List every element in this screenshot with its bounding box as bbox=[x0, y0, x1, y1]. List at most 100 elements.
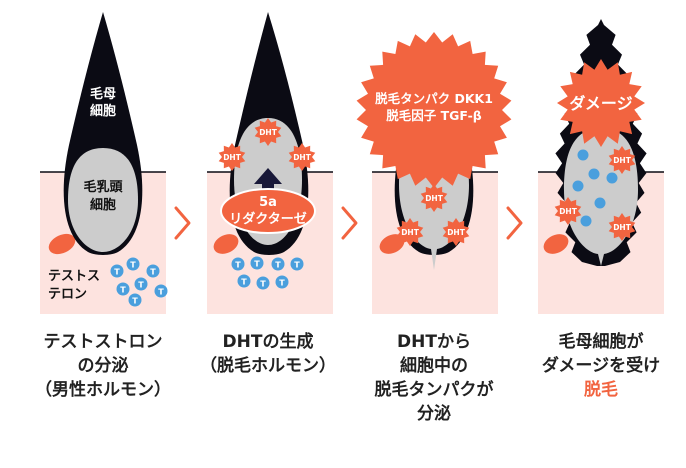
testosterone-dot bbox=[134, 277, 148, 291]
testosterone-dot bbox=[146, 264, 160, 278]
t-marker-text: T bbox=[294, 261, 300, 270]
chevron-right-icon bbox=[174, 206, 191, 240]
testosterone-dot bbox=[128, 293, 142, 307]
damage-burst-badge bbox=[557, 59, 645, 147]
t-marker-text: T bbox=[241, 278, 247, 287]
sebaceous-gland bbox=[48, 233, 76, 255]
step-2-caption: DHTの生成 （脱毛ホルモン） bbox=[193, 330, 343, 378]
arrow-up-icon bbox=[254, 168, 282, 196]
testosterone-dot bbox=[237, 274, 251, 288]
dot-icon bbox=[606, 172, 618, 184]
chevron-right-icon bbox=[506, 206, 523, 240]
protein-burst-badge bbox=[356, 32, 512, 188]
caption-line: DHTから bbox=[397, 332, 471, 352]
burst-icon bbox=[218, 143, 246, 171]
t-marker-text: T bbox=[120, 286, 126, 295]
t-marker-text: T bbox=[260, 280, 266, 289]
caption-accent: 脱毛 bbox=[584, 380, 618, 400]
t-marker-text: T bbox=[150, 268, 156, 277]
panel-3-protein-secretion: DHT DHT DHT 脱毛タンパク DKK1 脱毛因子 TGF-β bbox=[356, 32, 512, 314]
dht-marker-text: DHT bbox=[223, 153, 242, 162]
burst-icon bbox=[608, 146, 636, 174]
testosterone-dot bbox=[116, 282, 130, 296]
t-marker-text: T bbox=[132, 297, 138, 306]
caption-line: （脱毛ホルモン） bbox=[200, 356, 336, 376]
dht-marker-text: DHT bbox=[613, 156, 632, 165]
enzyme-badge bbox=[220, 188, 316, 234]
caption-line: の分泌 bbox=[77, 356, 129, 376]
caption-line: 分泌 bbox=[417, 404, 451, 424]
protein-label-2: 脱毛因子 TGF-β bbox=[386, 108, 481, 123]
chevron-right-icon bbox=[341, 206, 358, 240]
burst-icon bbox=[254, 118, 282, 146]
t-marker-text: T bbox=[254, 260, 260, 269]
caption-line: （男性ホルモン） bbox=[35, 380, 171, 400]
burst-icon bbox=[288, 143, 316, 171]
caption-line: テストストロン bbox=[43, 332, 163, 352]
burst-icon bbox=[396, 218, 424, 246]
dht-molecules: DHT DHT DHT bbox=[218, 118, 316, 171]
t-marker-text: T bbox=[158, 288, 164, 297]
caption-line: ダメージを受け bbox=[541, 356, 661, 376]
dht-marker-text: DHT bbox=[447, 228, 466, 237]
enzyme-label-1: 5a bbox=[259, 195, 277, 210]
caption-line: DHTの生成 bbox=[222, 332, 314, 352]
testosterone-dot bbox=[126, 257, 140, 271]
dermal-papilla bbox=[68, 148, 138, 252]
testosterone-dot bbox=[271, 257, 285, 271]
papilla-label-1: 毛乳頭 bbox=[83, 179, 123, 195]
sebaceous-gland bbox=[379, 234, 405, 254]
dht-marker-text: DHT bbox=[613, 223, 632, 232]
t-marker-text: T bbox=[138, 281, 144, 290]
dht-marker-text: DHT bbox=[293, 153, 312, 162]
testosterone-dot bbox=[290, 257, 304, 271]
testosterone-label-2: テロン bbox=[48, 287, 87, 302]
t-marker-text: T bbox=[114, 268, 120, 277]
dot-icon bbox=[580, 215, 592, 227]
step-1-caption: テストストロン の分泌 （男性ホルモン） bbox=[28, 330, 178, 402]
dht-marker-text: DHT bbox=[425, 194, 444, 203]
step-4-caption: 毛母細胞が ダメージを受け 脱毛 bbox=[526, 330, 676, 402]
testosterone-dot bbox=[110, 264, 124, 278]
hair-matrix-label-1: 毛母 bbox=[90, 86, 116, 102]
sebaceous-gland bbox=[213, 234, 239, 254]
testosterone-dot bbox=[231, 257, 245, 271]
burst-icon bbox=[554, 197, 582, 225]
dht-marker-text: DHT bbox=[259, 128, 278, 137]
enzyme-label-2: リダクターゼ bbox=[229, 211, 306, 227]
burst-icon bbox=[608, 213, 636, 241]
t-marker-text: T bbox=[275, 261, 281, 270]
testosterone-dot bbox=[154, 284, 168, 298]
t-marker-text: T bbox=[279, 279, 285, 288]
testosterone-dot bbox=[275, 275, 289, 289]
testosterone-markers bbox=[572, 149, 618, 227]
testosterone-label-1: テストス bbox=[48, 269, 100, 284]
caption-line: 毛母細胞が bbox=[558, 332, 644, 352]
testosterone-dot bbox=[250, 256, 264, 270]
burst-icon bbox=[420, 184, 448, 212]
dht-molecules: DHT DHT DHT bbox=[396, 184, 470, 246]
dot-icon bbox=[588, 168, 600, 180]
t-marker-text: T bbox=[235, 261, 241, 270]
protein-label-1: 脱毛タンパク DKK1 bbox=[375, 91, 493, 106]
dht-marker-text: DHT bbox=[401, 228, 420, 237]
dot-icon bbox=[577, 149, 589, 161]
t-marker-text: T bbox=[130, 261, 136, 270]
dht-marker-text: DHT bbox=[559, 207, 578, 216]
step-3-caption: DHTから 細胞中の 脱毛タンパクが 分泌 bbox=[359, 330, 509, 426]
sebaceous-gland bbox=[543, 234, 569, 254]
burst-icon bbox=[442, 218, 470, 246]
dot-icon bbox=[572, 180, 584, 192]
papilla-label-2: 細胞 bbox=[90, 197, 116, 213]
caption-line: 脱毛タンパクが bbox=[374, 380, 494, 400]
dot-icon bbox=[594, 197, 606, 209]
dht-molecules: DHT DHT DHT bbox=[554, 146, 636, 241]
hair-matrix-label-2: 細胞 bbox=[90, 103, 116, 119]
caption-line: 細胞中の bbox=[400, 356, 468, 376]
